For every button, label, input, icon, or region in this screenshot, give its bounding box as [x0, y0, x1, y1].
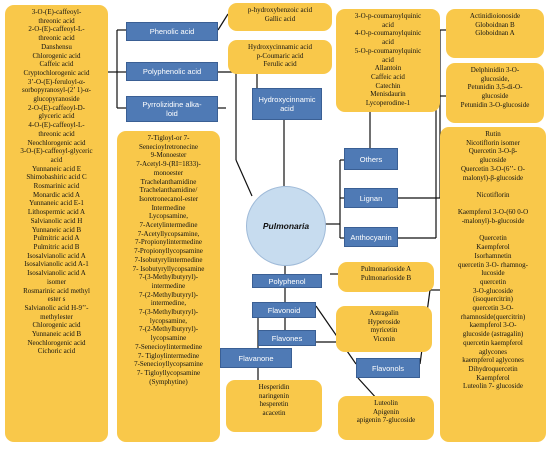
category-flavanone: Flavanone	[220, 348, 292, 368]
category-flavones: Flavones	[258, 330, 316, 346]
compound-box-lignan: Actinidioionoside Globoidnan B Globoidna…	[446, 9, 544, 58]
category-polyphenolic-acid: Polyphenolic acid	[126, 62, 218, 81]
compound-box-flavanone: Hesperidin naringenin hesperetin acaceti…	[226, 380, 322, 432]
compound-box-polyphenol: Pulmonarioside A Pulmonarioside B	[338, 262, 434, 292]
category-flavonols: Flavonols	[356, 358, 420, 378]
center-node-pulmonaria: Pulmonaria	[246, 186, 326, 266]
center-label: Pulmonaria	[262, 221, 310, 231]
category-lignan: Lignan	[344, 188, 398, 208]
category-hydroxycinnamic-acid: Hydroxycinnamic acid	[252, 88, 322, 120]
compound-box-others: 3-O-p-coumaroylquinic acid 4-O-p-coumaro…	[336, 9, 440, 112]
compound-box-left-list: 3-O-(E)-caffeoyl- threonic acid 2-O-(E)-…	[5, 5, 108, 442]
compound-box-right-list: Rutin Nicotiflorin isomer Quercetin 3-O-…	[440, 127, 546, 442]
compound-box-anthocyanin: Delphinidin 3-O- glucoside, Petunidin 3,…	[446, 63, 544, 123]
category-others: Others	[344, 148, 398, 170]
compound-box-phenolic: p-hydroxybenzoic acid Gallic acid	[228, 3, 332, 31]
category-polyphenol: Polyphenol	[252, 274, 322, 288]
category-pyrrolizidine-alkaloid: Pyrrolizidine alka- loid	[126, 96, 218, 122]
category-anthocyanin: Anthocyanin	[344, 227, 398, 247]
compound-box-flavonols: Luteolin Apigenin apigenin 7-glucoside	[338, 396, 434, 440]
category-flavonoid: Flavonoid	[252, 302, 316, 318]
compound-box-flavones: Astragalin Hyperoside myricetin Vicenin	[336, 306, 432, 352]
compound-box-pyrrolizidine: 7-Tigloyl-or 7- Senecioylretronecine 9-M…	[117, 131, 220, 442]
category-phenolic-acid: Phenolic acid	[126, 22, 218, 41]
compound-box-hydroxycinnamic: Hydroxycinnamic acid p-Coumaric acid Fer…	[228, 40, 332, 74]
